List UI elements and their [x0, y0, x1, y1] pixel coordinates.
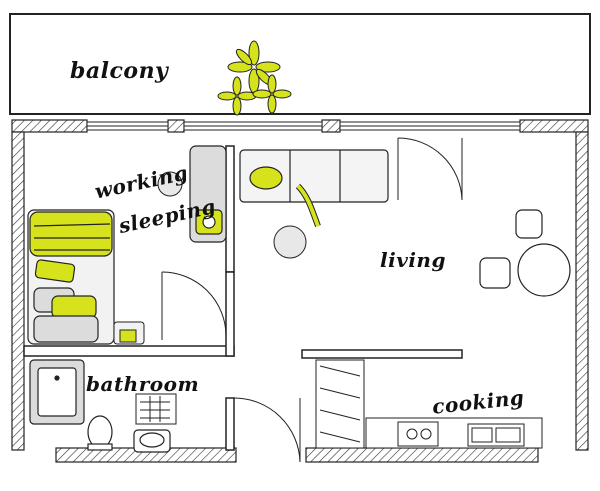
plant-icon: [217, 40, 292, 116]
coffee-table: [273, 225, 307, 259]
room-label-living: living: [380, 248, 446, 272]
balcony-area: [9, 13, 591, 115]
kitchen-sink-icon: [467, 423, 525, 447]
doors: [161, 137, 463, 463]
exterior-walls: [11, 119, 589, 463]
washing-machine: [135, 393, 177, 425]
windows: [86, 121, 521, 131]
nightstand: [113, 321, 145, 345]
sofa: [239, 149, 389, 228]
stove-icon: [397, 421, 439, 447]
interior-walls: [23, 145, 463, 451]
toilet: [87, 415, 113, 451]
room-label-balcony: balcony: [70, 58, 169, 84]
room-label-bathroom: bathroom: [86, 372, 200, 396]
dining-table: [479, 209, 571, 297]
desk: [189, 145, 227, 243]
desk-chair-icon: [157, 171, 183, 197]
sink: [133, 429, 171, 453]
shower: [29, 359, 85, 425]
bed: [27, 209, 115, 345]
